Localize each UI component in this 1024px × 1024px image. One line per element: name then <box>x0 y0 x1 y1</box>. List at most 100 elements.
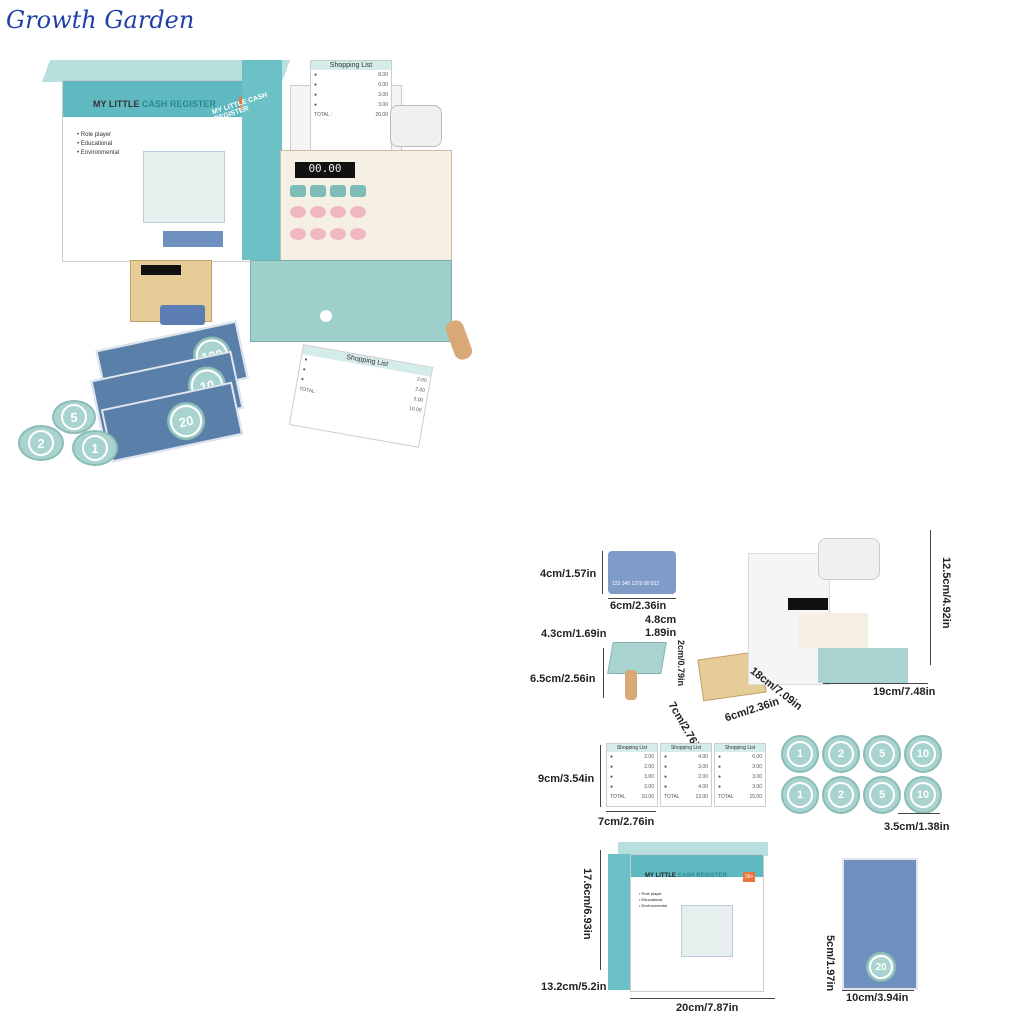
dim-credit-card: 123 345 1370 80 812 <box>608 551 676 594</box>
feature-3: • Environmental <box>77 150 120 156</box>
drawer-knob <box>320 310 332 322</box>
dim-line <box>630 998 775 999</box>
box-side <box>242 60 282 260</box>
dim-bill-height: 5cm/1.97in <box>824 935 836 992</box>
price-row: ●3.00 <box>664 764 708 770</box>
price-row: ●3.00 <box>718 784 762 790</box>
credit-card <box>160 305 205 325</box>
dim-line <box>603 648 604 698</box>
coin: 1 <box>781 735 819 773</box>
dim-line <box>930 530 931 665</box>
coin: 10 <box>904 776 942 814</box>
dim-scanner-height: 6.5cm/2.56in <box>530 673 596 685</box>
price: 8.00 <box>378 72 388 78</box>
dim-coin-diameter: 3.5cm/1.38in <box>884 821 950 833</box>
dim-scanner-width: 4.3cm/1.69in <box>541 628 607 640</box>
dim-box-height: 17.6cm/6.93in <box>581 868 593 940</box>
dim-reader-width: 6cm/2.36in <box>723 695 781 725</box>
dim-register <box>748 533 913 685</box>
toy-cash-register: Shopping List ●8.00 ●6.00 ●3.00 ●3.00 TO… <box>240 60 490 362</box>
price: 2.00 <box>416 376 428 385</box>
price-row: ● 8.00 <box>311 70 391 80</box>
box-front: MY LITTLE CASH REGISTER 36+ • Role playe… <box>630 854 764 992</box>
total-value: 10.00 <box>408 405 422 414</box>
coin-2: 2 <box>18 425 64 461</box>
price: 3.00 <box>378 102 388 108</box>
box-register-illustration <box>681 905 733 957</box>
paper-roll <box>390 105 442 147</box>
key-button <box>350 206 366 219</box>
dim-bill-width: 10cm/3.94in <box>846 992 909 1004</box>
key-button <box>290 206 306 219</box>
box-side <box>608 854 630 990</box>
list-title: Shopping List <box>715 744 765 752</box>
total-row: TOTAL : 20.00 <box>311 110 391 120</box>
total-value: 20.00 <box>375 112 388 118</box>
coin: 1 <box>781 776 819 814</box>
dim-box-depth: 13.2cm/5.2in <box>541 981 607 993</box>
dim-line <box>600 850 601 970</box>
item-icon: ● <box>314 72 318 78</box>
dim-box-width: 20cm/7.87in <box>676 1002 739 1014</box>
price-row: ●2.00 <box>610 764 654 770</box>
key-button <box>290 185 306 197</box>
register-drawer <box>818 648 908 683</box>
box-title-main: CASH REGISTER <box>141 99 216 109</box>
dim-list-width: 7cm/2.76in <box>598 816 655 828</box>
price-row: ●4.00 <box>664 784 708 790</box>
price-row: ●3.00 <box>718 774 762 780</box>
box-features: • Role player • Educational • Environmen… <box>77 131 119 158</box>
price-row: ●3.00 <box>311 90 391 100</box>
coin-grid: 1 2 5 10 1 2 5 10 <box>781 735 942 814</box>
price-row: ●4.00 <box>664 754 708 760</box>
coin: 5 <box>863 776 901 814</box>
shopping-list-title: Shopping List <box>311 61 391 70</box>
key-button <box>290 227 306 240</box>
price-row: ●3.00 <box>610 774 654 780</box>
price: 3.00 <box>412 396 424 404</box>
item-icon: ● <box>314 102 318 108</box>
item-icon: ● <box>314 82 318 88</box>
card-reader-screen <box>141 265 181 275</box>
key-button <box>310 227 326 240</box>
age-badge: 36+ <box>743 872 756 882</box>
bill-value: 20 <box>163 398 209 444</box>
coin: 2 <box>822 735 860 773</box>
list-card-1: Shopping List ●2.00 ●2.00 ●3.00 ●3.00 TO… <box>606 743 658 807</box>
list-title: Shopping List <box>607 744 657 752</box>
price-row: ●2.00 <box>610 754 654 760</box>
key-button <box>330 185 346 197</box>
coin: 10 <box>904 735 942 773</box>
box-front-stripe <box>63 81 263 117</box>
price: 6.00 <box>378 82 388 88</box>
bill-value: 20 <box>866 952 896 982</box>
list-title: Shopping List <box>661 744 711 752</box>
key-button <box>330 206 346 219</box>
coin-5: 5 <box>52 400 96 434</box>
price-row: ●6.00 <box>718 754 762 760</box>
dim-scanner-head <box>607 642 667 674</box>
dim-register-width: 19cm/7.48in <box>873 686 936 698</box>
box-register-illustration <box>143 151 225 223</box>
dim-line <box>606 811 656 812</box>
box-title: MY LITTLE CASH REGISTER <box>645 873 727 879</box>
keypad <box>290 185 370 245</box>
total-label: TOTAL : <box>314 112 333 118</box>
feature-2: • Educational <box>77 141 113 147</box>
list-card-2: Shopping List ●4.00 ●3.00 ●2.00 ●4.00 TO… <box>660 743 712 807</box>
dim-card-height: 4cm/1.57in <box>540 568 597 580</box>
coin: 2 <box>822 776 860 814</box>
dim-scanner-top-b: 1.89in <box>645 627 677 639</box>
dim-scanner-top-a: 4.8cm <box>645 614 677 626</box>
price: 3.00 <box>378 92 388 98</box>
register-keys <box>798 613 868 648</box>
dim-line <box>608 598 676 599</box>
dim-scanner-handle <box>625 670 637 700</box>
brand-watermark: Growth Garden <box>6 6 195 34</box>
dim-bill-stack: 20 <box>842 858 918 990</box>
register-display: 00.00 <box>295 162 355 178</box>
shopping-list-card: Shopping List ●8.00 ●6.00 ●3.00 ●3.00 TO… <box>310 60 392 152</box>
key-button <box>350 185 366 197</box>
